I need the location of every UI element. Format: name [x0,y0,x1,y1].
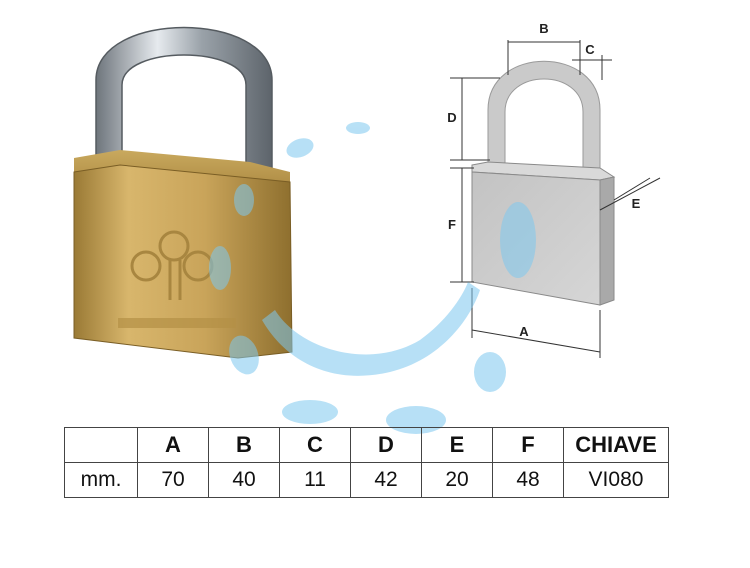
dim-label-d: D [447,110,456,125]
dimension-diagram: B C D F E A [447,21,661,358]
value-cell-d: 42 [350,462,422,498]
dimensions-table: A B C D E F CHIAVE mm. 70 40 11 42 20 48… [64,427,669,498]
header-cell-c: C [279,427,351,463]
table-row: mm. 70 40 11 42 20 48 VI080 [64,462,669,498]
header-cell-e: E [421,427,493,463]
dim-label-f: F [448,217,456,232]
table-header-row: A B C D E F CHIAVE [64,427,669,463]
header-cell-b: B [208,427,280,463]
header-cell-d: D [350,427,422,463]
brand-text-emboss [118,318,236,328]
diagram-body-front [471,171,601,306]
dimension-lines [450,40,661,358]
dim-label-b: B [539,21,548,36]
dim-label-e: E [632,196,641,211]
value-cell-a: 70 [137,462,209,498]
header-cell-corner [64,427,138,463]
value-cell-b: 40 [208,462,280,498]
diagram-shackle [487,60,601,171]
brass-padlock [73,26,293,359]
value-cell-e: 20 [421,462,493,498]
dim-label-a: A [519,324,529,339]
header-cell-a: A [137,427,209,463]
padlock-body [73,164,293,359]
watermark-overlay [209,122,536,434]
header-cell-chiave: CHIAVE [563,427,669,463]
value-cell-f: 48 [492,462,564,498]
value-cell-chiave: VI080 [563,462,669,498]
diagram-body-side [599,176,615,306]
header-cell-f: F [492,427,564,463]
value-cell-c: 11 [279,462,351,498]
dim-label-c: C [585,42,595,57]
row-label-unit: mm. [64,462,138,498]
